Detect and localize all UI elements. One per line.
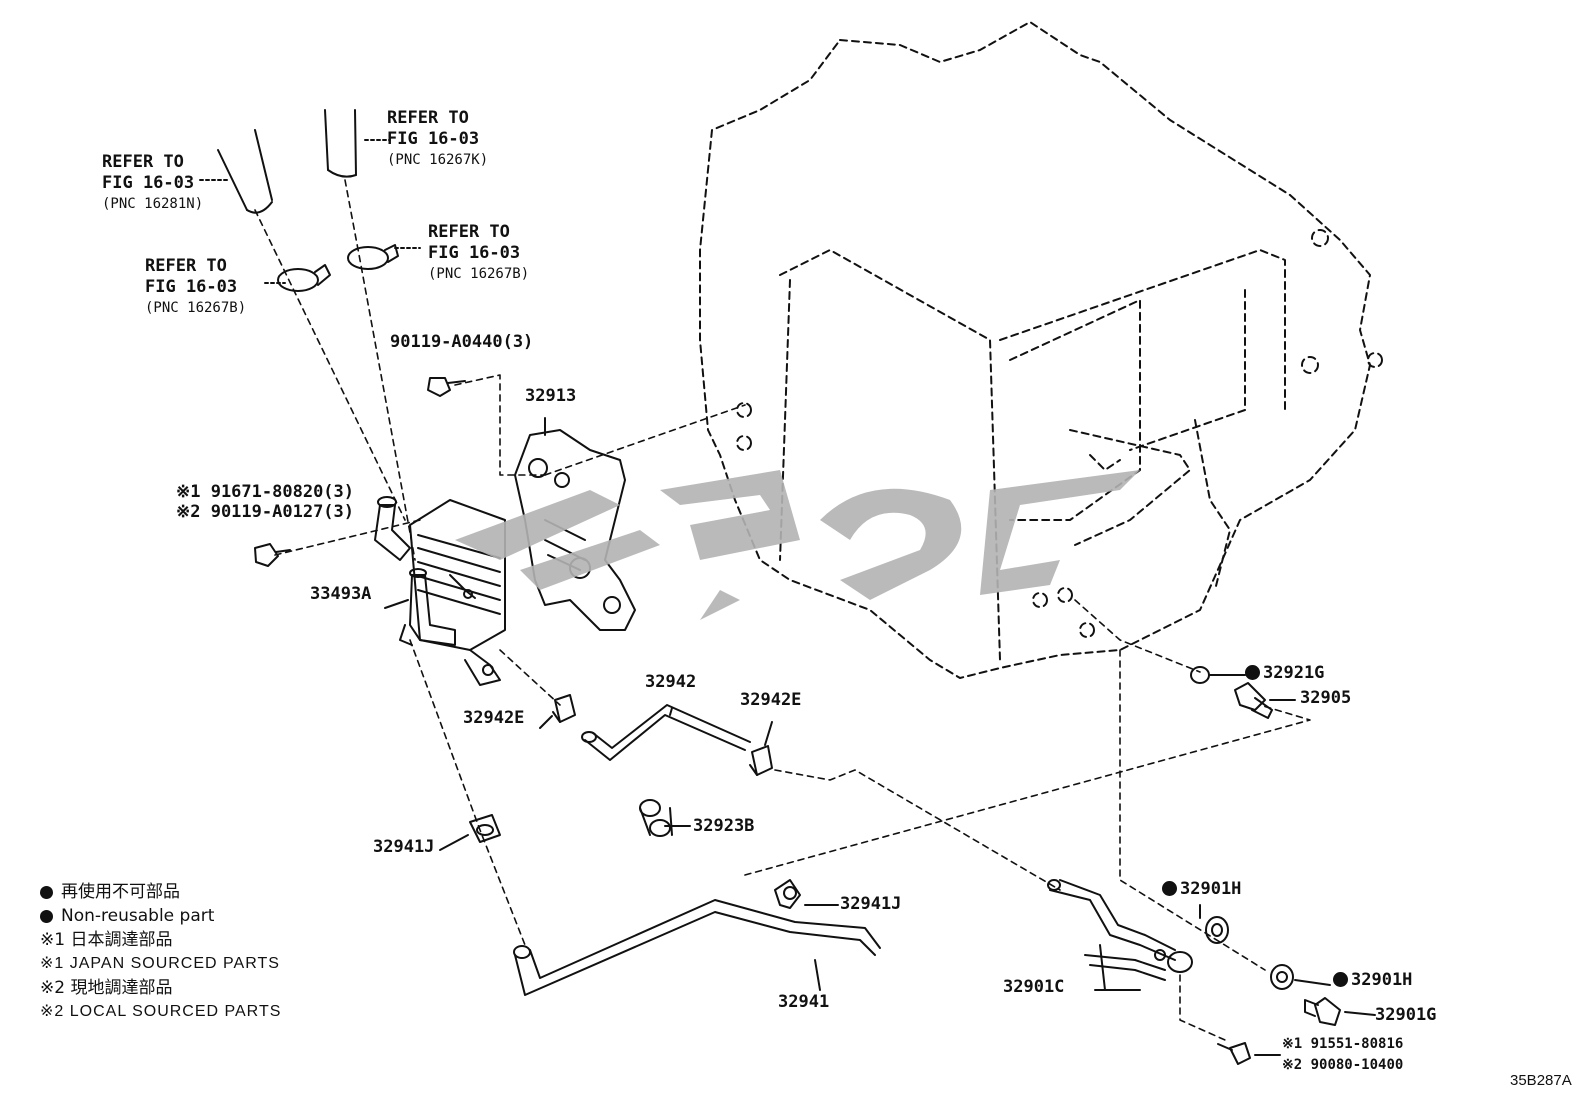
ref-line2: FIG 16-03 [428,243,521,263]
part-number: 32901H [1351,970,1413,990]
clip-32941j-pipe [774,879,801,909]
oring-32921g [1190,666,1210,684]
part-label-clamp: 32923B [693,816,755,836]
part-label-bracket: 32913 [525,386,577,406]
ref-pnc: (PNC 16267K) [387,152,489,168]
nonreusable-dot [40,885,53,899]
part-label-hose-long: 32941 [778,992,830,1012]
part-label-union: 32905 [1300,688,1352,708]
part-label-clip-right: 32942E [740,690,802,710]
ref-line2: FIG 16-03 [102,173,195,193]
gasket-32901h-upper [1205,916,1229,944]
legend-japan-jp: ※1 日本調達部品 [40,930,173,950]
part-number: 32901H [1180,879,1242,899]
clip-32942e-left [552,694,576,723]
part-label-gasket-lower: 32901H [1333,970,1412,991]
ref-label-16267k: REFER TO FIG 16-03 (PNC 16267K) [387,108,488,171]
legend: 再使用不可部品 Non-reusable part ※1 日本調達部品 ※1 J… [40,880,281,1024]
clip-32942e-right [749,745,773,776]
leader-lines [254,179,1311,1041]
part-label-bolt1: ※1 91671-80820(3) [176,482,355,502]
ref-label-16267b-left: REFER TO FIG 16-03 (PNC 16267B) [145,256,246,319]
upper-hose-right [324,109,357,178]
ref-line2: FIG 16-03 [387,129,480,149]
clip-32941j-lower [469,814,501,843]
ref-line1: REFER TO [387,108,469,128]
bolt-91671 [254,543,291,567]
part-label-oring: 32921G [1245,663,1324,684]
legend-nonreuse-en: Non-reusable part [40,904,281,928]
part-label-bolt2: ※2 90119-A0127(3) [176,502,355,522]
nonreusable-dot [1245,665,1260,680]
ref-line1: REFER TO [145,256,227,276]
ref-line1: REFER TO [428,222,510,242]
ref-line2: FIG 16-03 [145,277,238,297]
ref-pnc: (PNC 16267B) [145,300,247,316]
oil-cooler [374,496,506,686]
bolt-a0440 [427,377,466,397]
part-label-union-bolt: 32901G [1375,1005,1437,1025]
nonreusable-dot [40,909,53,923]
watermark-logo [455,470,1140,620]
part-label-bolt-a0440: 90119-A0440(3) [390,332,534,352]
ref-pnc: (PNC 16281N) [102,196,204,212]
transaxle-housing [699,21,1383,679]
ref-label-16267b-right: REFER TO FIG 16-03 (PNC 16267B) [428,222,529,285]
part-label-gasket-upper: 32901H [1162,879,1241,900]
union-32905 [1234,682,1273,719]
clamp-32923b [639,799,673,837]
nonreusable-dot [1162,881,1177,896]
legend-japan-en: ※1 JAPAN SOURCED PARTS [40,955,280,972]
nonreusable-dot [1333,972,1348,987]
part-label-bolt4: ※2 90080-10400 [1282,1057,1404,1073]
part-label-bolt3: ※1 91551-80816 [1282,1036,1404,1052]
hose-clamp-right [347,244,399,270]
bolt-91551 [1217,1042,1251,1065]
legend-text: Non-reusable part [61,906,215,926]
part-label-clip-lower: 32941J [373,837,435,857]
part-label-cooler: 33493A [310,584,372,604]
hose-clamp-left [277,264,331,292]
part-label-clip-left: 32942E [463,708,525,728]
part-label-clip-pipe: 32941J [840,894,902,914]
gasket-32901h-lower [1270,964,1294,990]
ref-pnc: (PNC 16267B) [428,266,530,282]
union-bolt-32901g [1304,997,1341,1026]
diagram-id: 35B287A [1510,1072,1572,1089]
part-label-pipe: 32901C [1003,977,1065,997]
legend-local-jp: ※2 現地調達部品 [40,978,173,998]
legend-nonreuse-jp: 再使用不可部品 [40,880,281,904]
part-label-hose-mid: 32942 [645,672,697,692]
part-number: 32921G [1263,663,1325,683]
ref-label-16281n: REFER TO FIG 16-03 (PNC 16281N) [102,152,203,215]
legend-local-en: ※2 LOCAL SOURCED PARTS [40,1003,282,1020]
hose-32942 [581,704,751,761]
ref-line1: REFER TO [102,152,184,172]
hose-32941 [513,899,881,996]
legend-text: 再使用不可部品 [61,882,180,902]
upper-hose-left [217,129,273,214]
